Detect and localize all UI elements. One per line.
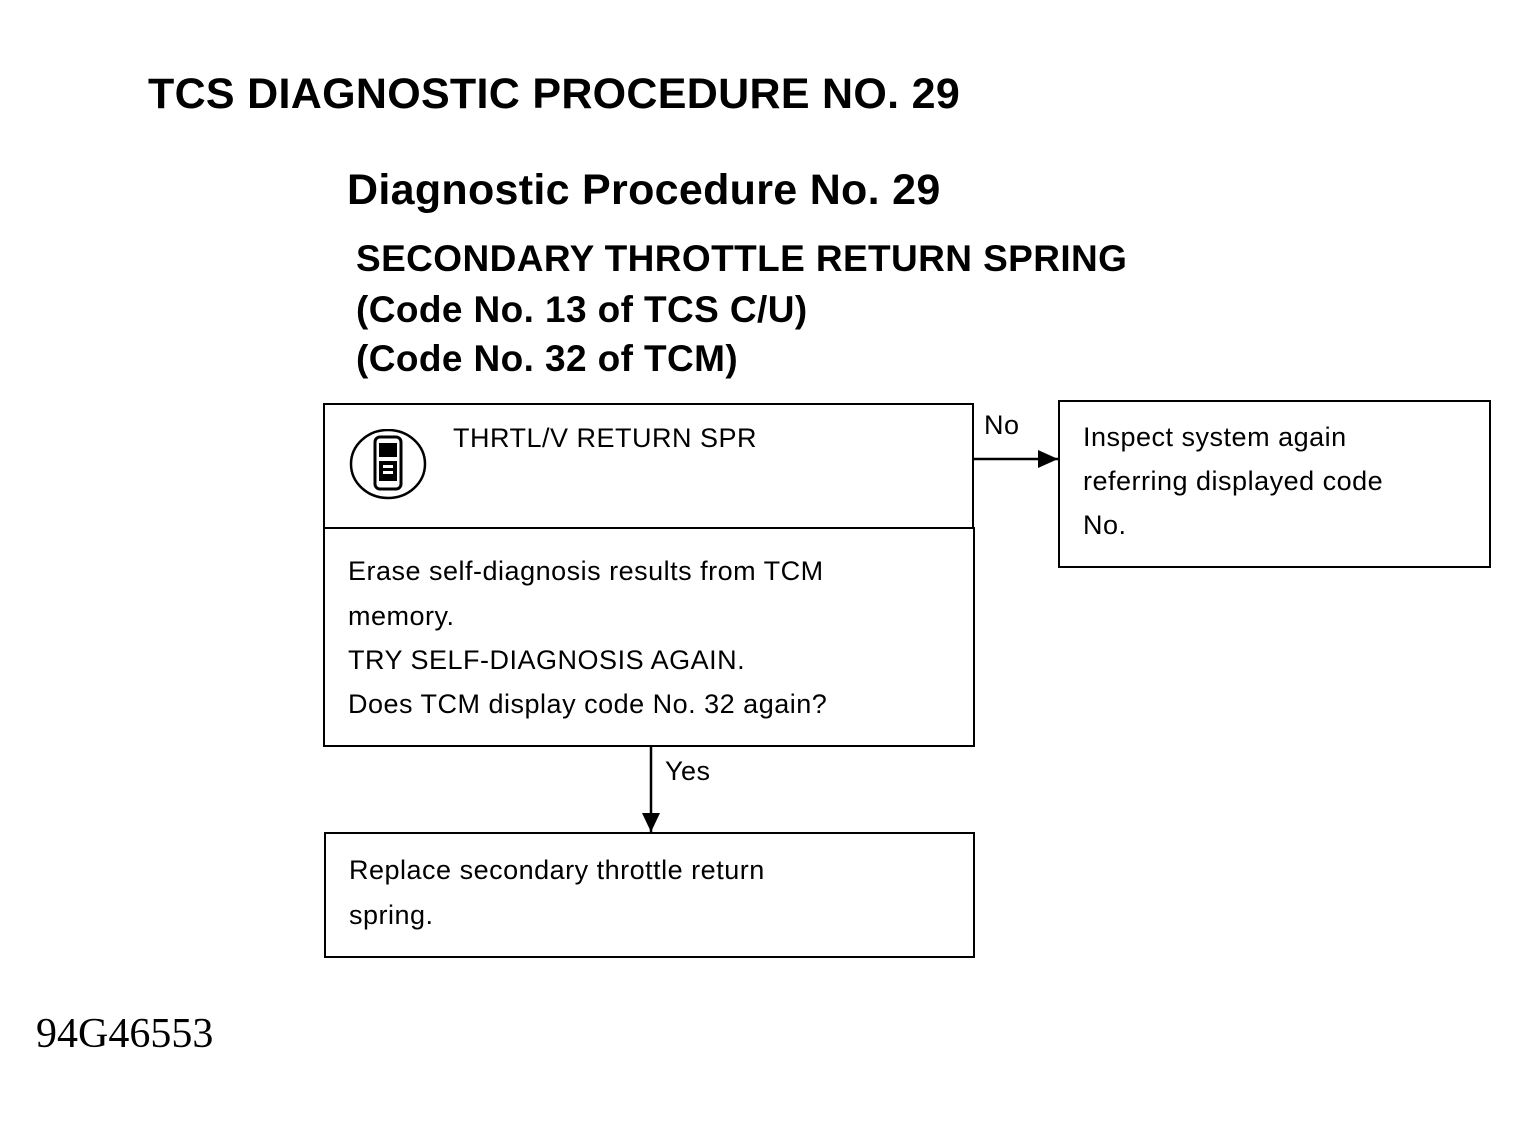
figure-id: 94G46553 xyxy=(36,1011,214,1057)
no-result-line-2: referring displayed code xyxy=(1083,466,1384,496)
no-result-line-1: Inspect system again xyxy=(1083,422,1347,452)
main-title: TCS DIAGNOSTIC PROCEDURE NO. 29 xyxy=(148,70,961,118)
yes-result-box: Replace secondary throttle return spring… xyxy=(324,832,975,958)
check-line-3: TRY SELF-DIAGNOSIS AGAIN. xyxy=(348,645,746,675)
heading-line-2: (Code No. 13 of TCS C/U) xyxy=(356,289,808,330)
yes-branch-arrowhead xyxy=(642,813,660,832)
monitor-box: THRTL/V RETURN SPR xyxy=(323,403,974,529)
no-result-line-3: No. xyxy=(1083,510,1127,540)
yes-branch-label: Yes xyxy=(665,756,711,786)
heading-line-1: SECONDARY THROTTLE RETURN SPRING xyxy=(356,238,1128,279)
no-branch-label: No xyxy=(984,410,1020,440)
check-line-1: Erase self-diagnosis results from TCM xyxy=(348,556,824,586)
heading-line-3: (Code No. 32 of TCM) xyxy=(356,338,739,379)
yes-result-line-1: Replace secondary throttle return xyxy=(349,855,765,885)
yes-result-line-2: spring. xyxy=(349,900,434,930)
procedure-subtitle: Diagnostic Procedure No. 29 xyxy=(347,166,941,214)
check-line-2: memory. xyxy=(348,601,455,631)
no-result-box: Inspect system again referring displayed… xyxy=(1058,400,1491,568)
check-box: Erase self-diagnosis results from TCM me… xyxy=(323,527,975,747)
no-branch-arrowhead xyxy=(1038,450,1058,468)
check-line-4: Does TCM display code No. 32 again? xyxy=(348,689,828,719)
consult-tester-icon xyxy=(349,429,427,500)
monitor-item-label: THRTL/V RETURN SPR xyxy=(453,423,758,453)
